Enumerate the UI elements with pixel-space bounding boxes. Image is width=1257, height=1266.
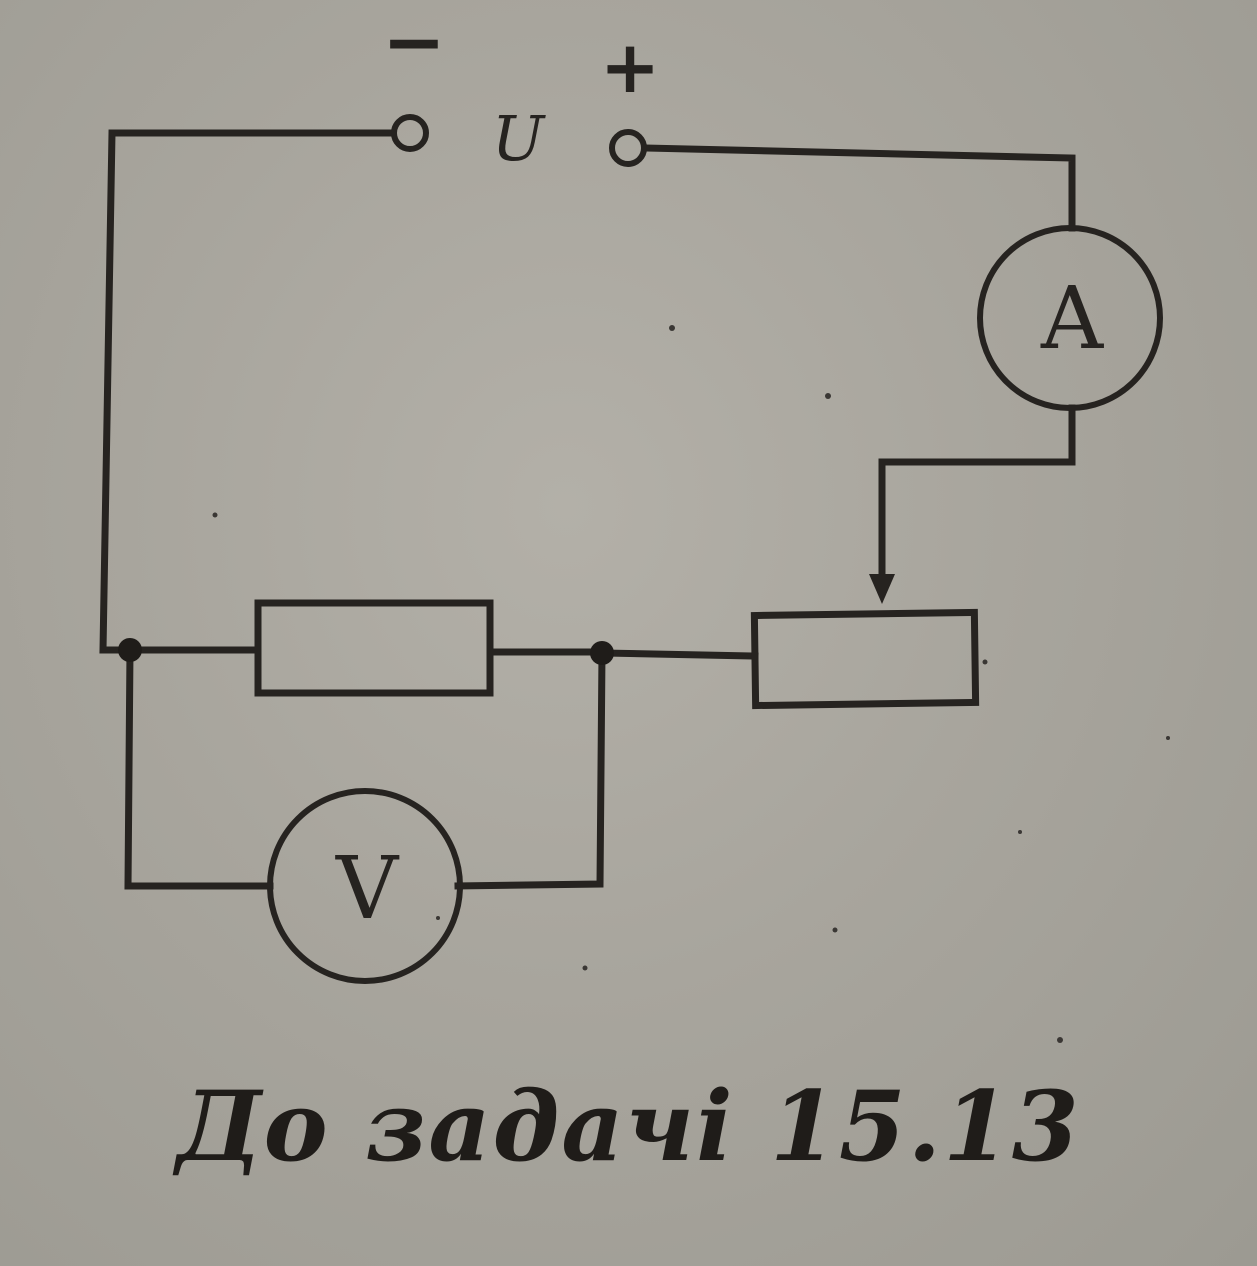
plus-sign: + bbox=[600, 25, 660, 109]
wire-ammeter-to-slider bbox=[878, 404, 1076, 586]
voltmeter-label: V bbox=[335, 839, 400, 939]
terminal-plus bbox=[609, 129, 647, 167]
ammeter-label: A bbox=[1040, 269, 1104, 369]
wire-voltmeter-left bbox=[124, 646, 274, 890]
junction-left bbox=[118, 638, 142, 662]
wire-top-right bbox=[641, 144, 1076, 232]
wire-node-to-rheostat bbox=[598, 649, 759, 660]
figure-caption: До задачі 15.13 bbox=[176, 1070, 1081, 1183]
source-voltage-label: U bbox=[492, 102, 546, 175]
resistor bbox=[254, 599, 494, 697]
rheostat bbox=[750, 608, 980, 710]
paper-texture bbox=[212, 325, 1170, 1043]
wire-left bbox=[99, 129, 396, 654]
ammeter: A bbox=[977, 225, 1163, 411]
wire-voltmeter-right bbox=[454, 649, 606, 890]
slider-arrow bbox=[869, 574, 895, 604]
voltmeter: V bbox=[267, 788, 463, 984]
junction-right bbox=[590, 641, 614, 665]
terminal-minus bbox=[391, 114, 429, 152]
minus-sign: − bbox=[382, 0, 446, 86]
